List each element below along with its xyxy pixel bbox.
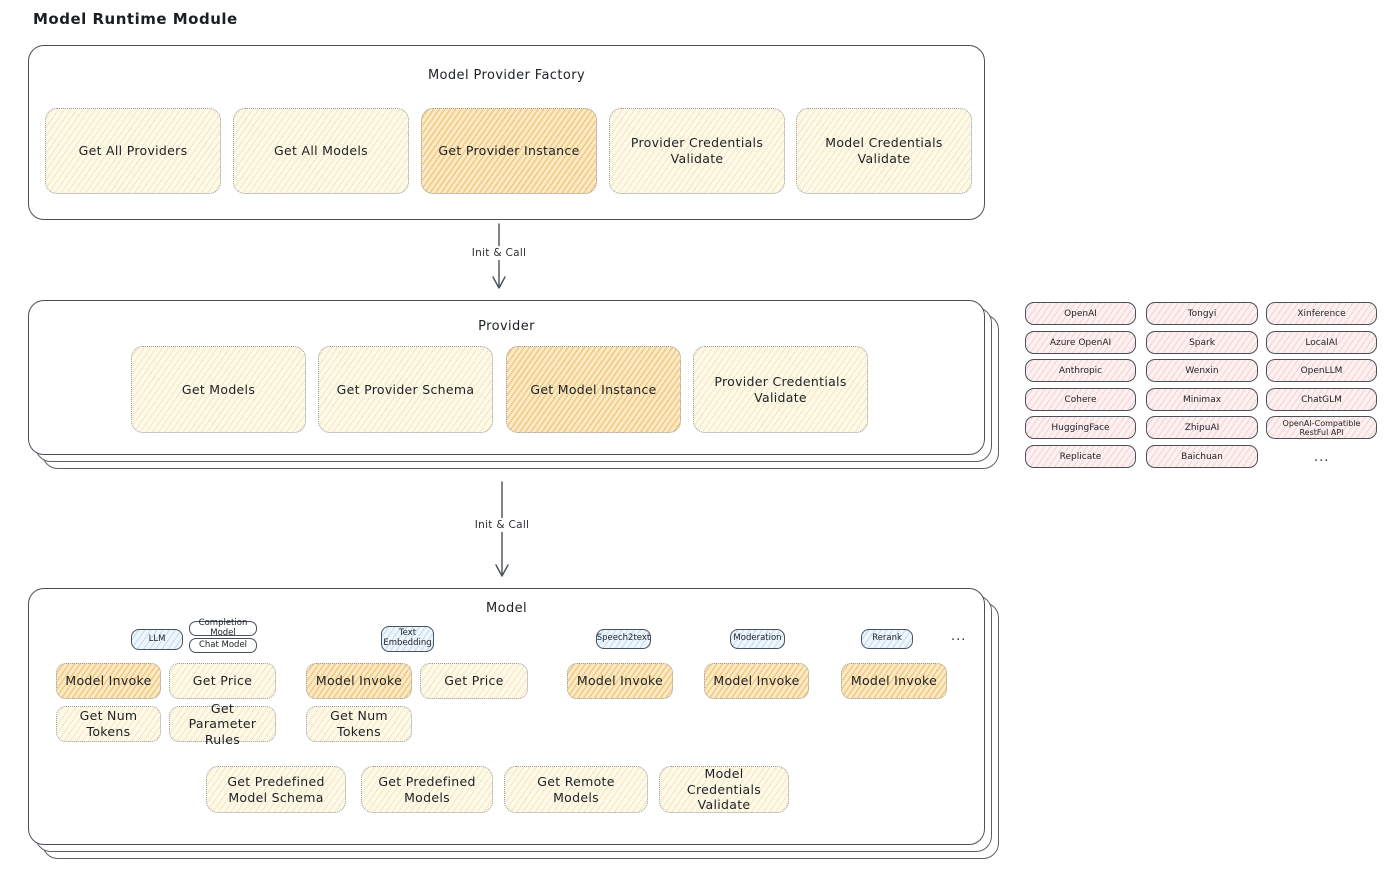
llm-get-parameter-rules: Get Parameter Rules bbox=[169, 701, 276, 747]
init-call-label-1: Init & Call bbox=[462, 246, 536, 260]
llm-get-num-tokens: Get Num Tokens bbox=[56, 706, 161, 742]
factory-title: Model Provider Factory bbox=[427, 68, 586, 83]
model-credentials-validate: Model Credentials Validate bbox=[659, 766, 789, 813]
provider-azure-openai: Azure OpenAI bbox=[1025, 331, 1136, 354]
provider-title: Provider bbox=[478, 319, 535, 334]
provider-tongyi: Tongyi bbox=[1146, 302, 1258, 325]
provider-wenxin: Wenxin bbox=[1146, 359, 1258, 382]
factory-get-provider-instance: Get Provider Instance bbox=[421, 108, 597, 194]
provider-get-provider-schema: Get Provider Schema bbox=[318, 346, 493, 433]
provider-minimax: Minimax bbox=[1146, 388, 1258, 411]
rerank-model-invoke: Model Invoke bbox=[841, 663, 947, 699]
model-type-speech2text: Speech2text bbox=[596, 629, 651, 649]
get-predefined-model-schema: Get Predefined Model Schema bbox=[206, 766, 346, 813]
provider-huggingface: HuggingFace bbox=[1025, 416, 1136, 439]
provider-anthropic: Anthropic bbox=[1025, 359, 1136, 382]
model-type-llm: LLM bbox=[131, 629, 183, 650]
text-embedding-get-num-tokens: Get Num Tokens bbox=[306, 706, 412, 742]
model-box: Model LLM Completion Model Chat Model Te… bbox=[28, 588, 985, 845]
model-type-completion-model: Completion Model bbox=[189, 618, 257, 637]
factory-get-all-providers: Get All Providers bbox=[45, 108, 221, 194]
arrow-provider-to-model bbox=[495, 481, 509, 577]
factory-model-credentials-validate: Model Credentials Validate bbox=[796, 108, 972, 194]
model-title: Model bbox=[485, 601, 528, 616]
provider-localai: LocalAI bbox=[1266, 331, 1377, 354]
providers-more-ellipsis: ... bbox=[1314, 450, 1330, 465]
model-types-more-ellipsis: ... bbox=[951, 629, 967, 644]
llm-get-price: Get Price bbox=[169, 663, 276, 699]
factory-provider-credentials-validate: Provider Credentials Validate bbox=[609, 108, 785, 194]
moderation-model-invoke: Model Invoke bbox=[704, 663, 809, 699]
provider-openai-compatible-restful-api: OpenAI-Compatible RestFul API bbox=[1266, 416, 1377, 439]
provider-get-models: Get Models bbox=[131, 346, 306, 433]
page-title: Model Runtime Module bbox=[33, 10, 238, 28]
provider-provider-credentials-validate: Provider Credentials Validate bbox=[693, 346, 868, 433]
get-remote-models: Get Remote Models bbox=[504, 766, 648, 813]
speech2text-model-invoke: Model Invoke bbox=[567, 663, 673, 699]
provider-openllm: OpenLLM bbox=[1266, 359, 1377, 382]
model-type-rerank: Rerank bbox=[861, 629, 913, 649]
provider-xinference: Xinference bbox=[1266, 302, 1377, 325]
provider-cohere: Cohere bbox=[1025, 388, 1136, 411]
provider-zhipuai: ZhipuAI bbox=[1146, 416, 1258, 439]
llm-model-invoke: Model Invoke bbox=[56, 663, 161, 699]
model-type-chat-model: Chat Model bbox=[189, 638, 257, 653]
get-predefined-models: Get Predefined Models bbox=[361, 766, 493, 813]
factory-get-all-models: Get All Models bbox=[233, 108, 409, 194]
provider-baichuan: Baichuan bbox=[1146, 445, 1258, 468]
text-embedding-get-price: Get Price bbox=[420, 663, 528, 699]
provider-replicate: Replicate bbox=[1025, 445, 1136, 468]
model-type-text-embedding: Text Embedding bbox=[381, 626, 434, 652]
model-type-moderation: Moderation bbox=[730, 629, 785, 649]
factory-box: Model Provider Factory Get All Providers… bbox=[28, 45, 985, 220]
provider-openai: OpenAI bbox=[1025, 302, 1136, 325]
init-call-label-2: Init & Call bbox=[465, 518, 539, 532]
text-embedding-model-invoke: Model Invoke bbox=[306, 663, 412, 699]
provider-get-model-instance: Get Model Instance bbox=[506, 346, 681, 433]
provider-box: Provider Get Models Get Provider Schema … bbox=[28, 300, 985, 455]
provider-chatglm: ChatGLM bbox=[1266, 388, 1377, 411]
provider-spark: Spark bbox=[1146, 331, 1258, 354]
